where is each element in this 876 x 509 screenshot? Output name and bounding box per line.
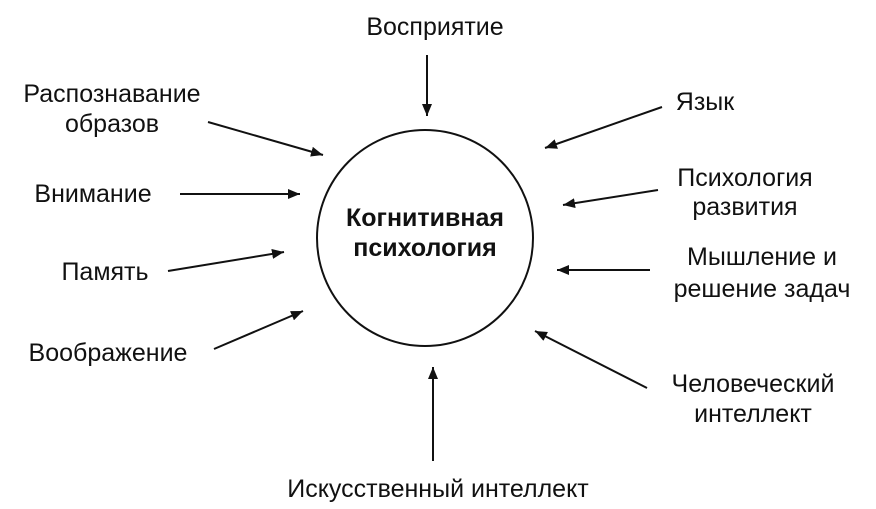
arrow-human-intelligence: [534, 330, 648, 389]
label-thinking-line-2: решение задач: [674, 275, 851, 303]
arrow-memory: [167, 249, 285, 272]
arrow-imagination: [213, 310, 304, 350]
label-developmental-psychology-line-1: Психология: [677, 164, 812, 192]
arrow-developmental-psychology: [562, 189, 659, 209]
center-circle: [316, 129, 534, 347]
label-attention: Внимание: [34, 180, 151, 208]
label-language: Язык: [676, 88, 735, 116]
label-human-intelligence-line-1: Человеческий: [672, 370, 835, 398]
center-label-line-1: Когнитивная: [346, 204, 504, 232]
center-label-line-2: психология: [353, 234, 497, 262]
arrow-language: [544, 106, 663, 149]
label-pattern-recognition-line-2: образов: [65, 110, 159, 138]
label-thinking-line-1: Мышление и: [687, 243, 837, 271]
label-developmental-psychology-line-2: развития: [692, 193, 797, 221]
label-pattern-recognition-line-1: Распознавание: [23, 80, 200, 108]
label-imagination: Воображение: [29, 339, 188, 367]
label-artificial-intelligence: Искусственный интеллект: [287, 475, 589, 503]
label-perception: Восприятие: [366, 13, 503, 41]
label-human-intelligence-line-2: интеллект: [694, 400, 812, 428]
label-memory: Память: [61, 258, 148, 286]
arrow-pattern-recognition: [207, 121, 324, 157]
